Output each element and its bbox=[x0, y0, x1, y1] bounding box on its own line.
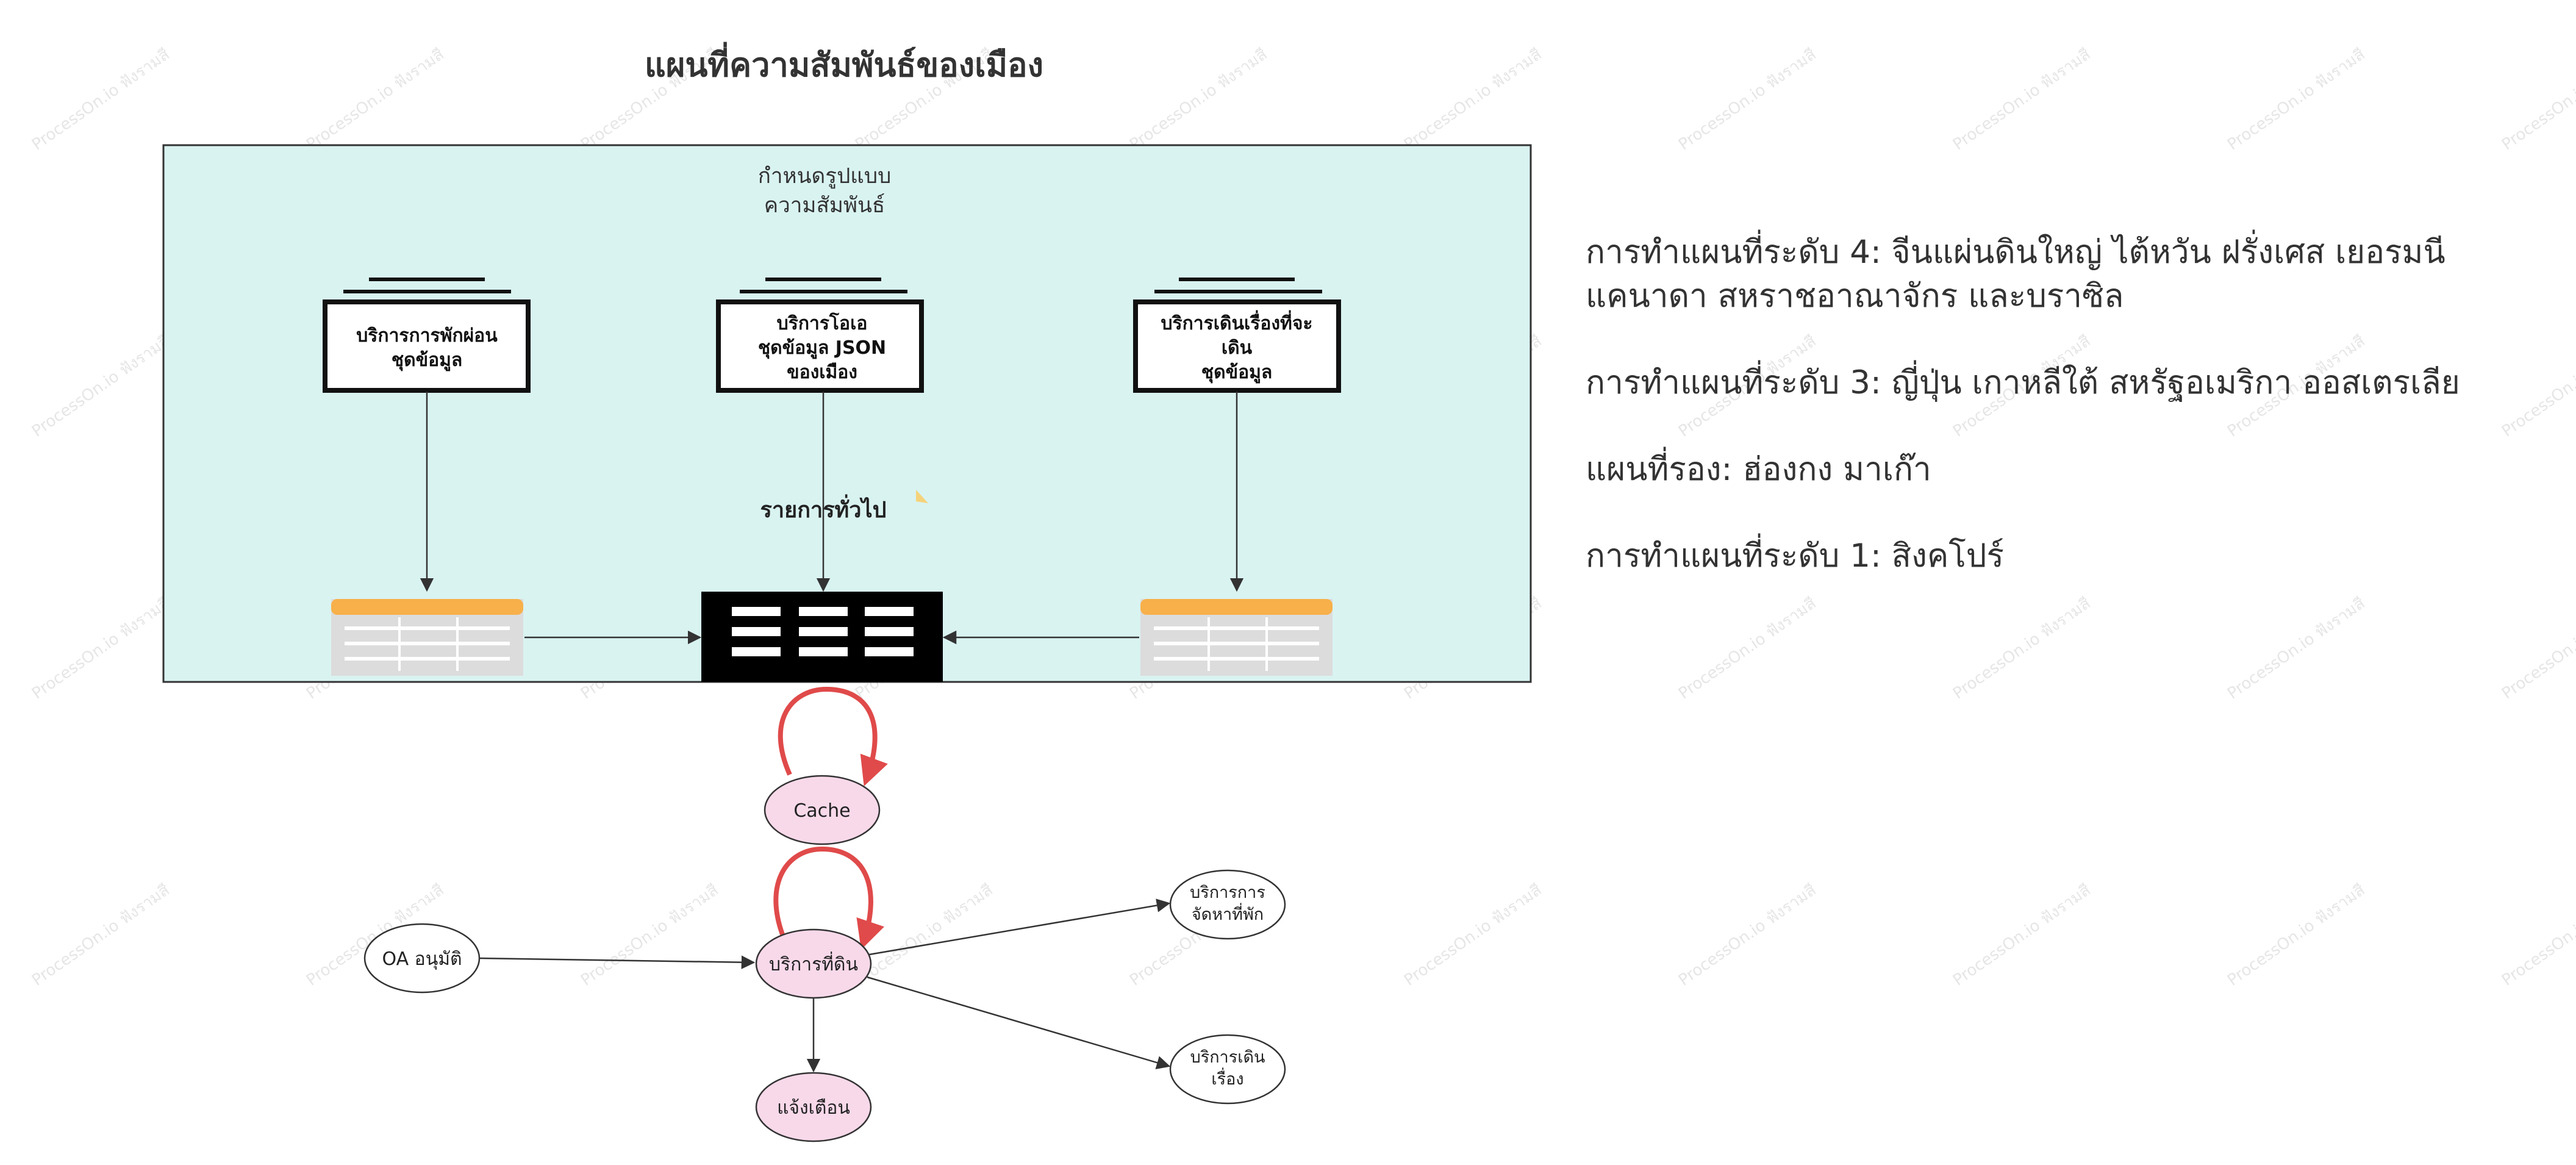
cache-label: Cache bbox=[793, 800, 850, 822]
watermark-text: ProcessOn.io ฟังรามสี bbox=[1675, 881, 1820, 989]
datasource-leisure-line1: บริการการพักผ่อน bbox=[356, 325, 498, 346]
watermark-text: ProcessOn.io ฟังรามสี bbox=[1126, 45, 1271, 154]
watermark-text: ProcessOn.io ฟังรามสี bbox=[2499, 45, 2576, 154]
accommodation-ellipse bbox=[1169, 869, 1286, 940]
ground-service-loop bbox=[773, 846, 884, 950]
datasource-travel-service[interactable]: บริการเดินเรื่องที่จะ เดิน ชุดข้อมูล bbox=[1133, 278, 1341, 393]
ground-service-label: บริการที่ดิน bbox=[769, 952, 858, 975]
oa-approve-node[interactable]: OA อนุมัติ bbox=[363, 923, 481, 994]
notify-ellipse bbox=[755, 1072, 872, 1142]
notify-label: แจ้งเตือน bbox=[777, 1097, 850, 1119]
group-label-line1: กำหนดรูปแบบ bbox=[758, 164, 892, 188]
watermark-text: ProcessOn.io ฟังรามสี bbox=[29, 45, 173, 154]
connector-oa-to-ground bbox=[479, 955, 756, 969]
datasource-oa-line2: ชุดข้อมูล JSON bbox=[758, 337, 886, 359]
city-json-database[interactable] bbox=[701, 592, 943, 682]
cache-node[interactable]: Cache bbox=[764, 775, 881, 845]
accommodation-label-line2: จัดหาที่พัก bbox=[1192, 903, 1264, 924]
watermark-text: ProcessOn.io ฟังรามสี bbox=[2499, 881, 2576, 989]
watermark-text: ProcessOn.io ฟังรามสี bbox=[1675, 45, 1820, 154]
watermark-text: ProcessOn.io ฟังรามสี bbox=[29, 594, 173, 703]
travel-service-node[interactable]: บริการเดิน เรื่อง bbox=[1169, 1034, 1286, 1105]
note-level-3: การทำแผนที่ระดับ 3: ญี่ปุ่น เกาหลีใต้ สห… bbox=[1586, 364, 2460, 401]
mapping-notes: การทำแผนที่ระดับ 4: จีนแผ่นดินใหญ่ ไต้หว… bbox=[1586, 231, 2537, 621]
travel-ellipse bbox=[1169, 1034, 1286, 1105]
watermark-text: ProcessOn.io ฟังรามสี bbox=[1950, 45, 2094, 154]
datasource-box bbox=[716, 299, 924, 393]
watermark-text: ProcessOn.io ฟังรามสี bbox=[29, 332, 173, 440]
cache-ellipse bbox=[764, 775, 881, 845]
diagram-title: แผนที่ความสัมพันธ์ของเมือง bbox=[645, 41, 1043, 84]
datasource-box bbox=[323, 299, 531, 393]
watermark-text: ProcessOn.io ฟังรามสี bbox=[1950, 881, 2094, 989]
note-level-4: การทำแผนที่ระดับ 4: จีนแผ่นดินใหญ่ ไต้หว… bbox=[1586, 234, 2445, 315]
datasource-oa-service[interactable]: บริการโอเอ ชุดข้อมูล JSON ของเมือง bbox=[716, 278, 924, 393]
watermark-text: ProcessOn.io ฟังรามสี bbox=[303, 45, 448, 154]
database-body bbox=[701, 592, 943, 682]
travel-label-line2: เรื่อง bbox=[1211, 1067, 1243, 1089]
cache-refresh-loop bbox=[778, 686, 888, 787]
datasource-leisure-service[interactable]: บริการการพักผ่อน ชุดข้อมูล bbox=[323, 278, 531, 393]
group-label-line2: ความสัมพันธ์ bbox=[764, 193, 886, 218]
watermark-text: ProcessOn.io ฟังรามสี bbox=[2224, 881, 2369, 989]
ground-service-node[interactable]: บริการที่ดิน bbox=[755, 928, 872, 999]
table-header bbox=[1140, 599, 1333, 615]
watermark-text: ProcessOn.io ฟังรามสี bbox=[1401, 45, 1545, 154]
connector-ground-to-travel bbox=[867, 976, 1171, 1070]
accommodation-service-node[interactable]: บริการการ จัดหาที่พัก bbox=[1169, 869, 1286, 940]
table-leisure[interactable] bbox=[331, 599, 523, 676]
travel-label-line1: บริการเดิน bbox=[1190, 1048, 1265, 1067]
datasource-oa-line1: บริการโอเอ bbox=[777, 312, 868, 334]
connector-ground-to-accommodation bbox=[868, 898, 1171, 956]
watermark-text: ProcessOn.io ฟังรามสี bbox=[578, 881, 722, 989]
accommodation-label-line1: บริการการ bbox=[1190, 883, 1265, 902]
table-travel[interactable] bbox=[1140, 599, 1333, 676]
note-secondary: แผนที่รอง: ฮ่องกง มาเก๊า bbox=[1586, 451, 1931, 488]
notify-node[interactable]: แจ้งเตือน bbox=[755, 1072, 872, 1142]
database-grid bbox=[732, 607, 914, 656]
watermark-text: ProcessOn.io ฟังรามสี bbox=[1401, 881, 1545, 989]
table-header bbox=[331, 599, 523, 615]
oa-approve-label: OA อนุมัติ bbox=[382, 948, 462, 970]
watermark-text: ProcessOn.io ฟังรามสี bbox=[2224, 45, 2369, 154]
datasource-travel-line1: บริการเดินเรื่องที่จะ bbox=[1161, 310, 1312, 334]
watermark-text: ProcessOn.io ฟังรามสี bbox=[29, 881, 173, 989]
sticky-note-icon bbox=[916, 490, 928, 503]
datasource-leisure-line2: ชุดข้อมูล bbox=[392, 349, 463, 371]
datasource-travel-line3: ชุดข้อมูล bbox=[1201, 362, 1273, 384]
datasource-box bbox=[1133, 299, 1341, 393]
note-level-1: การทำแผนที่ระดับ 1: สิงคโปร์ bbox=[1586, 537, 2004, 575]
datasource-travel-line2: เดิน bbox=[1222, 337, 1253, 359]
datasource-oa-line3: ของเมือง bbox=[787, 362, 857, 383]
watermark-text: ProcessOn.io ฟังรามสี bbox=[852, 881, 996, 989]
